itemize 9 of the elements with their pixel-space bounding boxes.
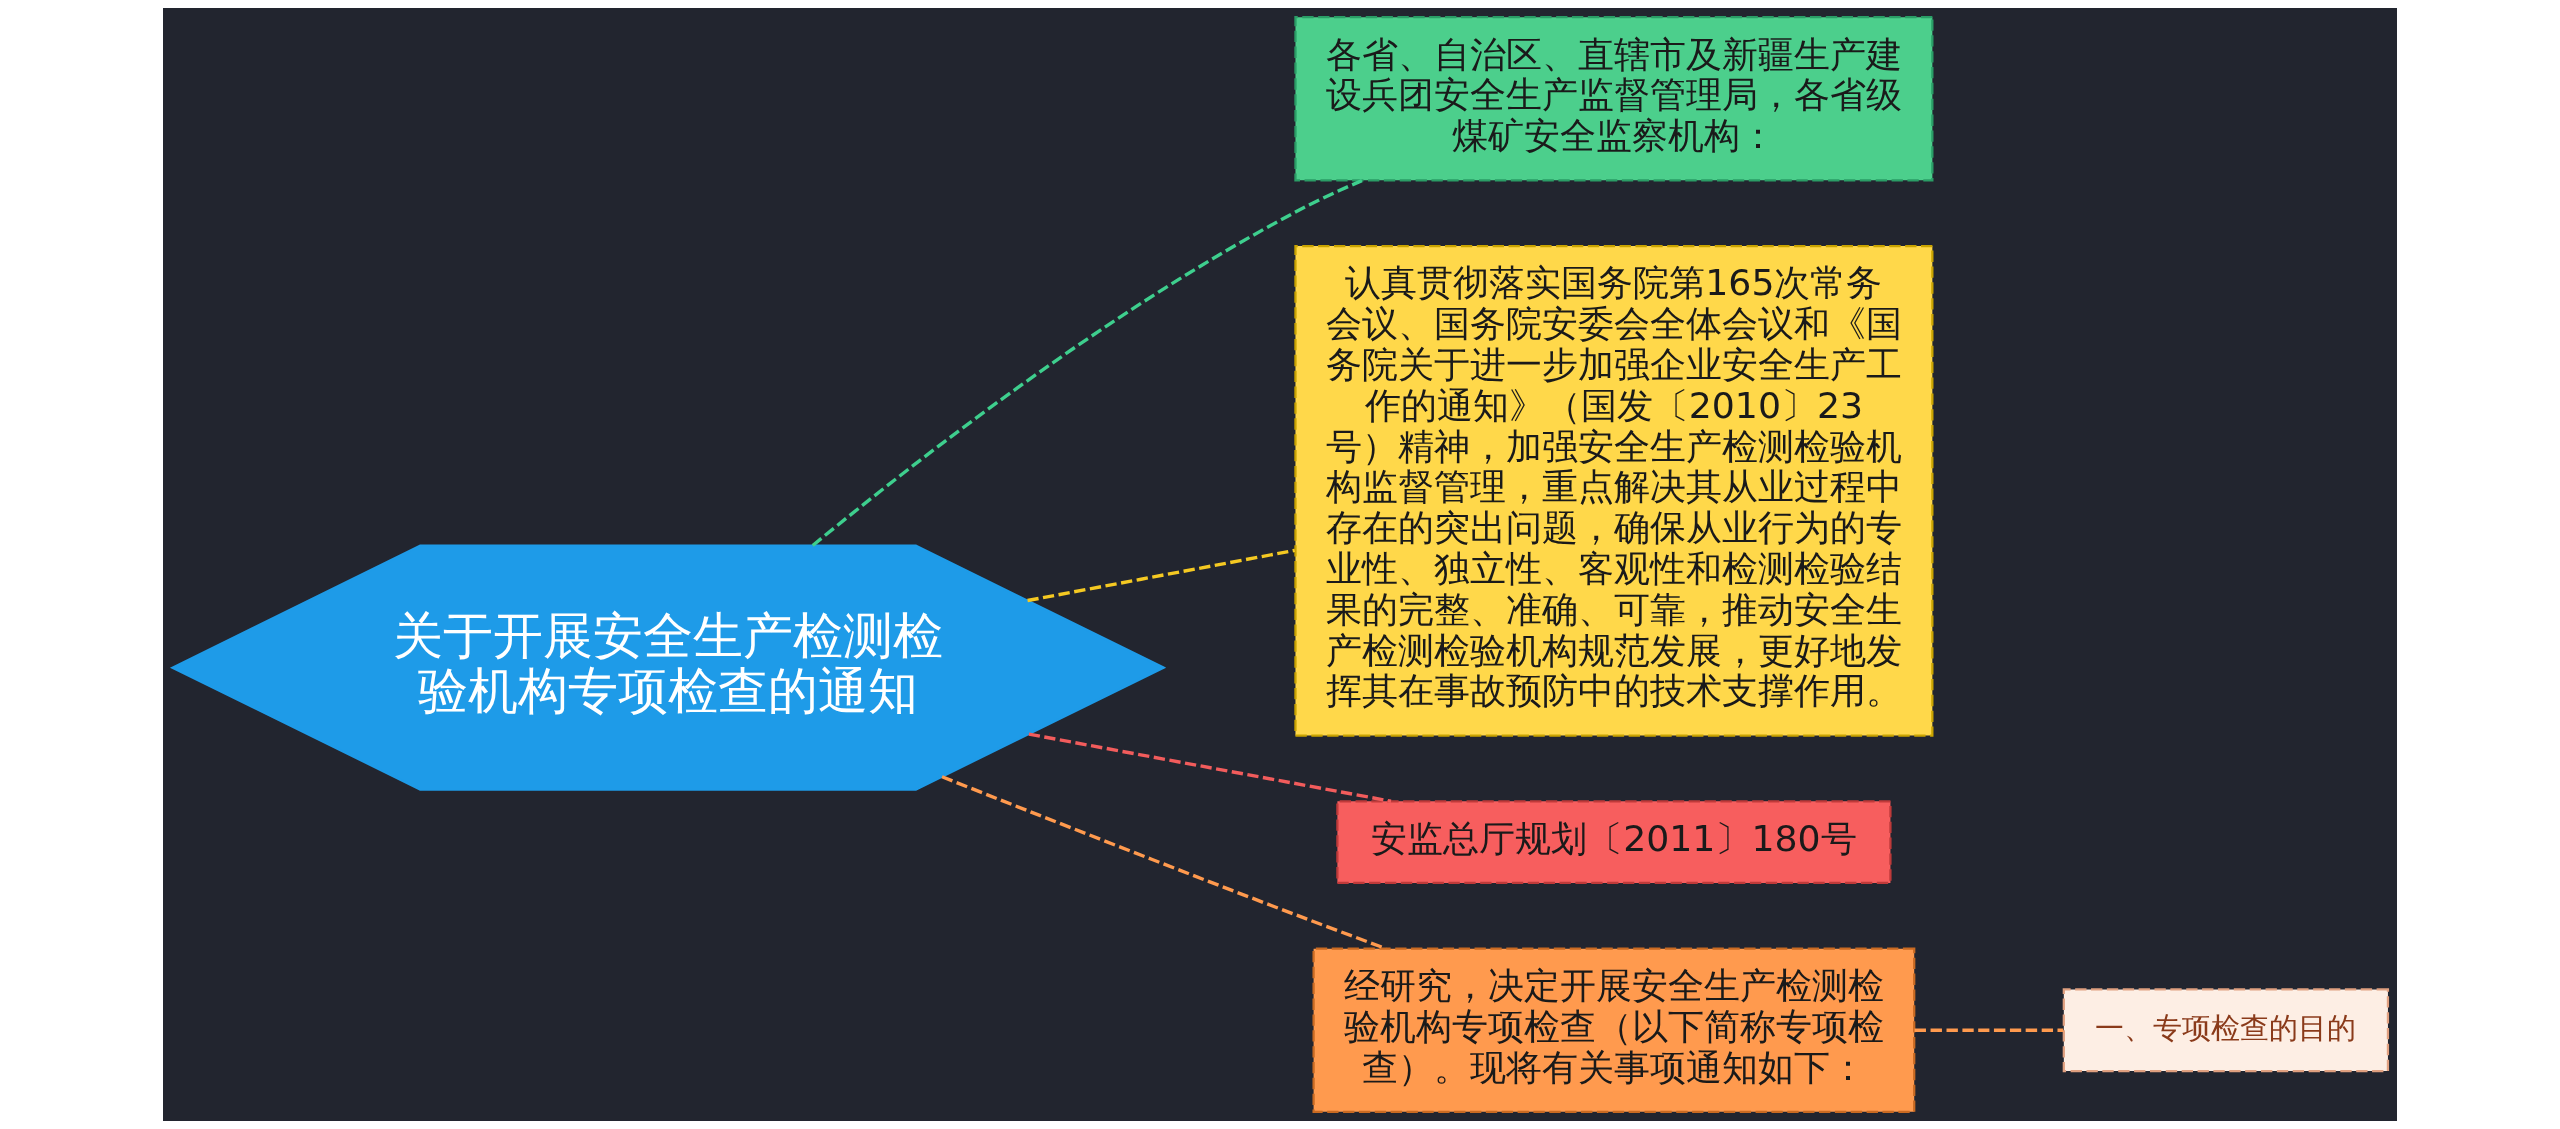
connector xyxy=(1914,1028,2064,1032)
connector xyxy=(1028,732,1392,803)
connector xyxy=(1027,548,1296,603)
node-box: 认真贯彻落实国务院第165次常务会议、国务院安委会全体会议和《国务院关于进一步加强企业安全生产工作的通知》（国发〔2010〕23号）精神，加强安全生产检测检验机构监督管理，重点解决其从业过程中存在的突出问题，确保从业行为的专业性、独立性、客观性和检测检验结果的完整、准确、可靠，推动安全生产检测检验机构规范发展，更好地发挥其在事故预防中的技术支撑作用。 xyxy=(1294,244,1934,737)
node-box: 经研究，决定开展安全生产检测检验机构专项检查（以下简称专项检查）。现将有关事项通知如下： xyxy=(1312,947,1916,1113)
node-box: 各省、自治区、直辖市及新疆生产建设兵团安全生产监督管理局，各省级煤矿安全监察机构： xyxy=(1294,16,1934,182)
node-box: 安监总厅规划〔2011〕180号 xyxy=(1336,800,1892,885)
node-box: 一、专项检查的目的 xyxy=(2062,988,2390,1073)
connector xyxy=(811,179,1363,547)
